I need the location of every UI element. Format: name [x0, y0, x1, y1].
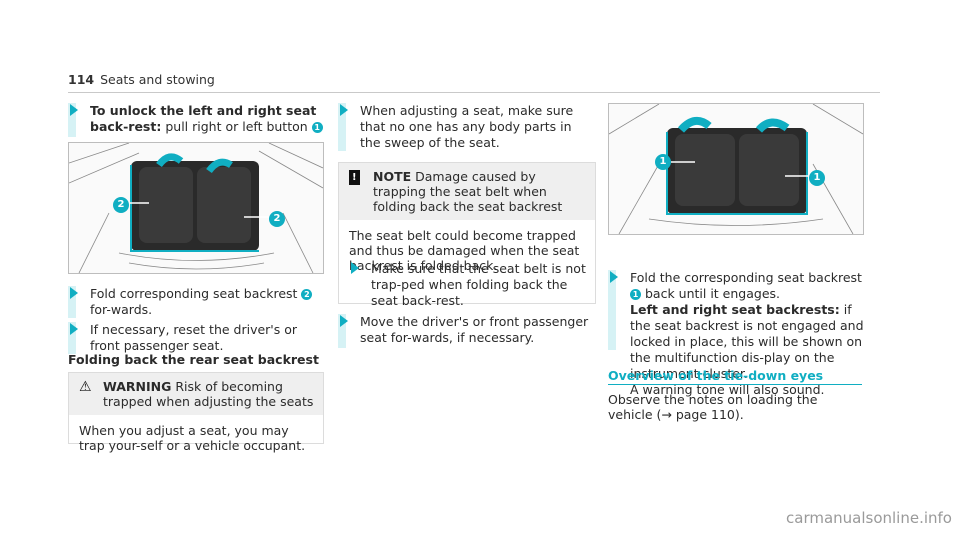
col3-step-fold: Fold the corresponding seat backrest 1 b… [608, 270, 870, 397]
callout-badge: 1 [630, 289, 641, 300]
step-arrow-icon [70, 104, 78, 116]
step-arrow-icon [70, 323, 78, 335]
col2-step-move: Move the driver's or front passenger sea… [338, 314, 598, 348]
page-number: 114 [68, 72, 95, 87]
callout-badge: 2 [269, 211, 285, 227]
section-name: Seats and stowing [100, 72, 215, 87]
step-bold: To unlock the left and right seat back-r… [90, 103, 317, 134]
seat-unlock-illustration: 2 2 [68, 142, 324, 274]
callout-badge: 1 [311, 122, 323, 133]
step-arrow-icon [351, 262, 359, 274]
page-header: 114 Seats and stowing [68, 72, 215, 87]
callout-badge: 1 [809, 170, 825, 186]
note-exclamation-icon: ! [349, 170, 360, 185]
step-arrow-icon [340, 104, 348, 116]
col1-step-unlock: To unlock the left and right seat back-r… [68, 103, 328, 150]
note-box: ! NOTE Damage caused by trapping the sea… [338, 162, 596, 308]
paragraph: Observe the notes on loading the vehicle… [608, 392, 818, 422]
rear-seat-icon [68, 142, 324, 274]
section-heading: Folding back the rear seat backrest [68, 352, 319, 367]
col2-step-adjust: When adjusting a seat, make sure that no… [338, 103, 598, 151]
callout-badge: 2 [301, 289, 313, 300]
note-step: Make sure that the seat belt is not trap… [349, 261, 589, 308]
step-arrow-icon [70, 287, 78, 299]
step-arrow-icon [610, 271, 618, 283]
watermark: carmanualsonline.info [786, 509, 952, 527]
rear-seat-folding-icon [608, 103, 864, 235]
callout-badge: 2 [113, 197, 129, 213]
callout-badge: 1 [655, 154, 671, 170]
warning-triangle-icon: ⚠ [79, 379, 92, 395]
heading-underline [608, 384, 862, 385]
header-divider [68, 92, 880, 93]
col1-step-fold: Fold corresponding seat backrest 2 for-w… [68, 286, 328, 318]
warning-box: ⚠ WARNING Risk of becoming trapped when … [68, 372, 324, 453]
col1-step-reset: If necessary, reset the driver's or fron… [68, 322, 328, 354]
seat-fold-illustration: 1 1 [608, 103, 864, 235]
section-heading-tie-down: Overview of the tie-down eyes [608, 368, 824, 383]
step-arrow-icon [340, 315, 348, 327]
